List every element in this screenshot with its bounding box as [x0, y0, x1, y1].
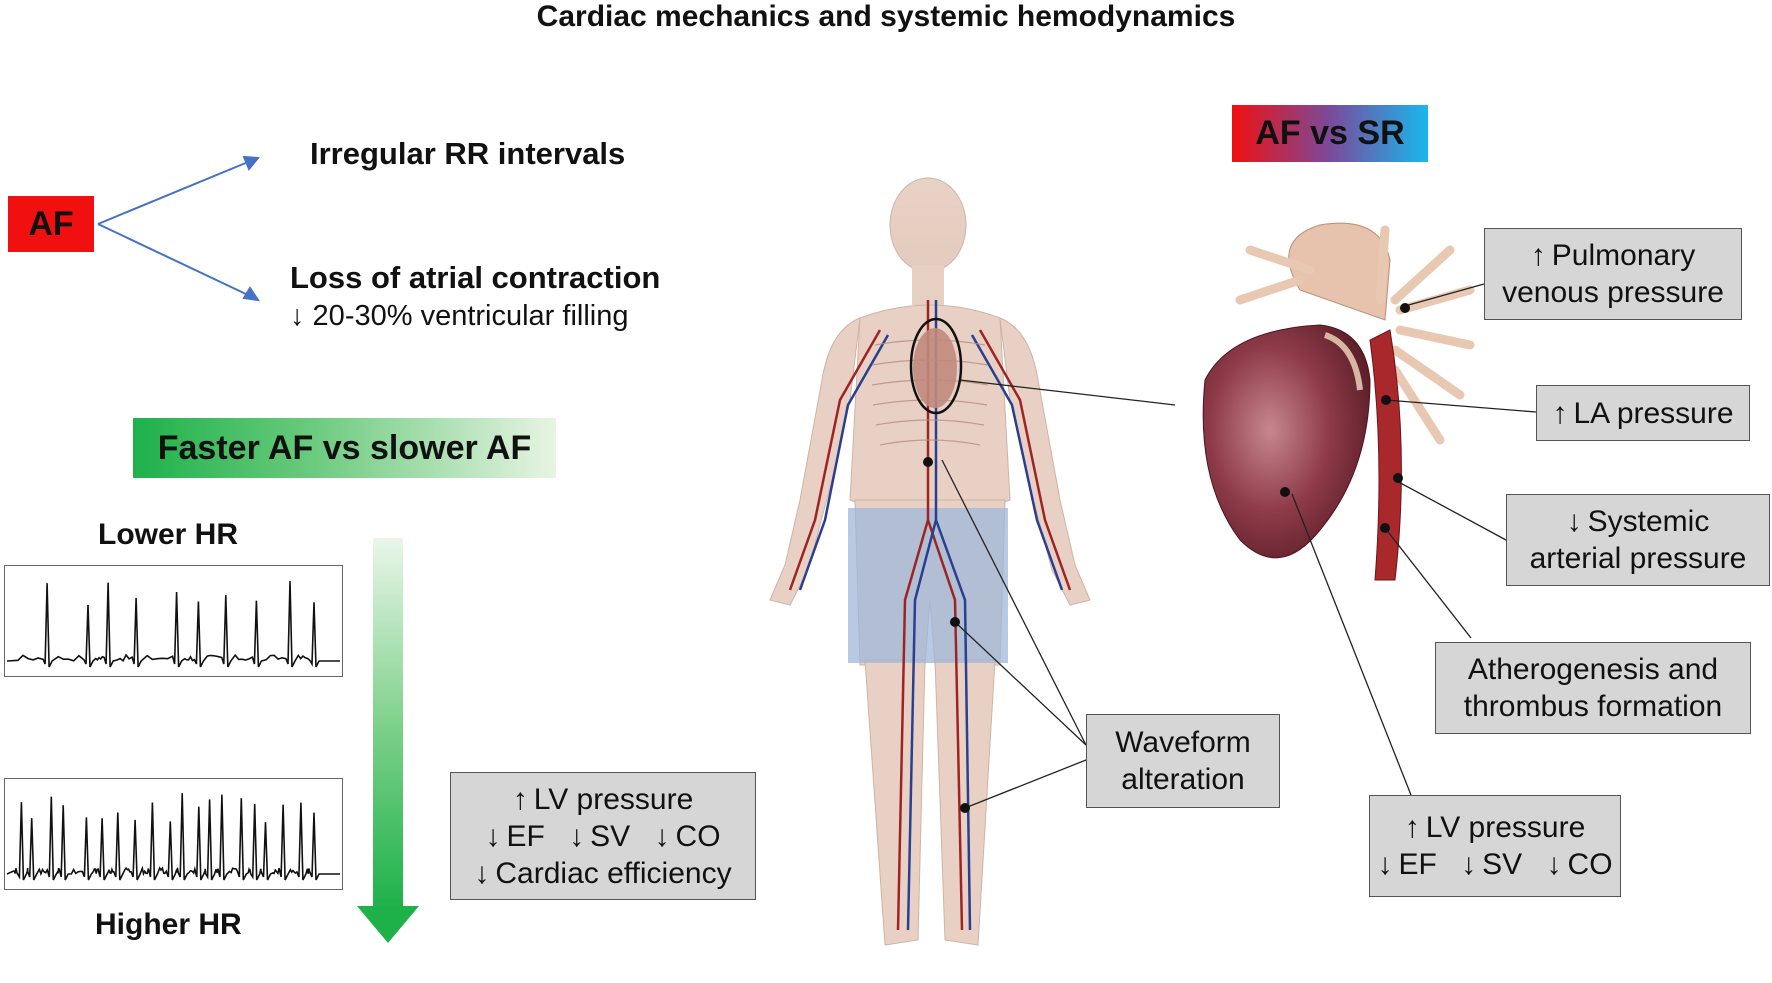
arrow-down-icon [1567, 505, 1588, 538]
systemic-arterial-pressure-box: Systemic arterial pressure [1506, 494, 1770, 586]
arrow-up-icon [1552, 397, 1573, 430]
faster-vs-slower-af-banner: Faster AF vs slower AF [133, 418, 556, 478]
pulmonary-text: Pulmonary [1551, 239, 1696, 272]
ecg-lower-hr [4, 565, 343, 677]
af-branch-arrows [97, 155, 261, 302]
lv-pressure-text: LV pressure [533, 782, 694, 816]
ef-text: EF [506, 819, 545, 853]
co-text: CO [675, 819, 721, 853]
arrow-down-icon [1377, 848, 1398, 881]
green-down-arrow [357, 538, 419, 943]
connector-dots [923, 303, 1410, 813]
arterial-pressure-text: arterial pressure [1529, 542, 1747, 575]
atherogenesis-line-2: thrombus formation [1463, 690, 1723, 723]
arrow-down-icon [474, 857, 495, 890]
atherogenesis-line-1: Atherogenesis and [1467, 653, 1719, 686]
arrow-down-icon [485, 820, 506, 853]
af-badge: AF [8, 196, 94, 252]
arrow-up-icon [513, 783, 534, 816]
connector-lines [941, 283, 1537, 809]
figure-title: Cardiac mechanics and systemic hemodynam… [536, 0, 1236, 33]
higher-hr-label: Higher HR [95, 908, 242, 941]
atherogenesis-box: Atherogenesis and thrombus formation [1435, 642, 1751, 734]
arrow-up-icon [1531, 239, 1552, 272]
af-vs-sr-banner: AF vs SR [1232, 105, 1428, 162]
lower-hr-label: Lower HR [98, 518, 239, 551]
right-hemodynamics-box: LV pressure EF SV CO [1369, 795, 1621, 897]
right-lv-pressure-text: LV pressure [1425, 811, 1586, 844]
cardiac-efficiency-text: Cardiac efficiency [495, 856, 732, 890]
human-body-illustration [769, 177, 1091, 946]
loss-atrial-contraction-label: Loss of atrial contraction [290, 260, 661, 295]
heart-illustration [1202, 222, 1475, 581]
la-pressure-text: LA pressure [1573, 396, 1734, 430]
arrow-down-icon [655, 820, 676, 853]
ventricular-filling-label: ↓ 20-30% ventricular filling [290, 300, 629, 332]
arrow-down-icon [1461, 848, 1482, 881]
la-pressure-box: LA pressure [1536, 385, 1750, 441]
irregular-rr-label: Irregular RR intervals [310, 136, 626, 171]
ecg-higher-hr [4, 778, 343, 890]
arrow-down-icon [1547, 848, 1568, 881]
arrow-up-icon [1405, 811, 1426, 844]
waveform-line-2: alteration [1121, 763, 1245, 796]
left-hemodynamics-box: LV pressure EF SV CO Cardiac efficiency [450, 772, 756, 900]
waveform-alteration-box: Waveform alteration [1086, 714, 1280, 808]
right-sv-text: SV [1482, 848, 1523, 881]
right-ef-text: EF [1398, 848, 1437, 881]
right-co-text: CO [1567, 848, 1613, 881]
waveform-line-1: Waveform [1115, 726, 1251, 759]
sv-text: SV [590, 819, 631, 853]
pulmonary-venous-pressure-box: Pulmonary venous pressure [1484, 228, 1742, 320]
systemic-text: Systemic [1587, 505, 1710, 538]
venous-pressure-text: venous pressure [1502, 276, 1724, 309]
arrow-down-icon [569, 820, 590, 853]
